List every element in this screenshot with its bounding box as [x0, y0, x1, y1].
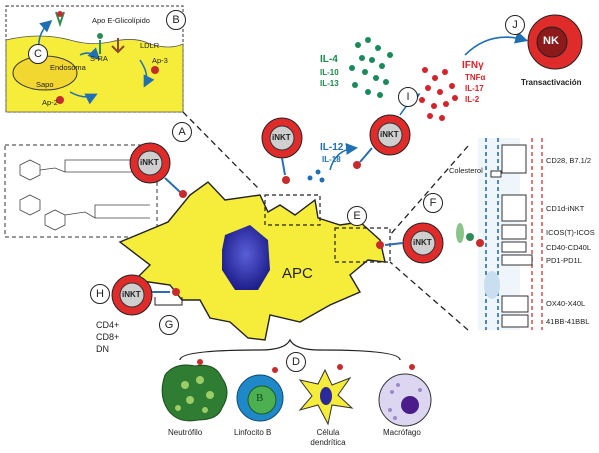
apc-top-box — [264, 194, 321, 226]
connector-b — [182, 111, 259, 189]
ap2-vesicle — [56, 96, 64, 104]
panel-b-glycolipid — [55, 11, 65, 28]
marker-a: A — [172, 122, 192, 142]
inkt-label-h: iNKT — [122, 290, 141, 299]
pathogen-icons — [197, 359, 415, 373]
label-ap2: Ap-2 — [42, 98, 58, 107]
marker-h: H — [90, 284, 110, 304]
label-apo-e: Apo E-Glicolípido — [92, 16, 150, 25]
synapse-panel — [456, 138, 543, 330]
synapse-pair-7: 41BB-41BBL — [546, 317, 590, 326]
ap3-vesicle — [151, 66, 159, 74]
marker-g: G — [159, 315, 179, 335]
subset-cd8: CD8+ — [96, 332, 120, 342]
marker-b: B — [166, 10, 186, 30]
inkt-cell-e — [402, 222, 444, 264]
label-ap3: Ap-3 — [152, 56, 168, 65]
ldlr-receptor — [111, 38, 125, 54]
label-linfocito-b: Linfocito B — [234, 428, 272, 437]
apc-label: APC — [282, 265, 313, 282]
inkt-label-i: iNKT — [380, 130, 399, 139]
marker-e: E — [347, 206, 367, 226]
label-neutrofilo: Neutrófilo — [168, 428, 203, 437]
label-ldlr: LDLR — [140, 41, 160, 50]
cytokine-il2: IL-2 — [465, 95, 480, 104]
label-endosoma: Endosoma — [50, 63, 86, 72]
bracket-g — [154, 297, 183, 306]
cytokine-il18: IL-18 — [322, 155, 341, 164]
chem-structure-box — [4, 144, 158, 238]
synapse-pair-2: CD1d-iNKT — [546, 204, 585, 213]
cytokine-il17: IL-17 — [465, 84, 484, 93]
green-cytokine-dots — [349, 37, 393, 98]
s-ra-ligand — [97, 33, 103, 39]
cytokine-il10: IL-10 — [320, 68, 339, 77]
label-colesterol: Colesterol — [449, 166, 483, 175]
inkt-label-top: iNKT — [272, 133, 291, 142]
antigen-dots — [172, 161, 384, 296]
b-lymphocyte-cell — [236, 374, 284, 422]
tcr-stems — [152, 147, 404, 293]
subset-cd4: CD4+ — [96, 320, 120, 330]
b-cell-letter: B — [256, 392, 264, 404]
macrophage-cell — [378, 373, 432, 427]
connector-f-bottom — [389, 261, 469, 331]
dendritic-cell — [298, 368, 354, 426]
marker-f: F — [423, 193, 443, 213]
subset-dn: DN — [96, 344, 109, 354]
label-macrofago: Macrófago — [383, 428, 421, 437]
synapse-pair-5: PD1-PD1L — [546, 256, 582, 265]
synapse-pair-6: OX40-X40L — [546, 299, 586, 308]
synapse-pair-1: CD28, B7.1/2 — [546, 156, 592, 165]
inkt-cell-i — [369, 114, 411, 156]
label-celula-dendritica: Célula dendrítica — [310, 428, 346, 447]
neutrophil-cell — [161, 364, 228, 422]
arrow-nk — [464, 31, 529, 56]
marker-c: C — [28, 44, 48, 64]
connector-f-top — [389, 145, 469, 236]
synapse-pair-4: CD40-CD40L — [546, 243, 592, 252]
panel-b-membrane — [5, 35, 184, 113]
red-cytokine-dots — [419, 67, 458, 121]
panel-b-arrow-1 — [79, 47, 101, 61]
chem-structure — [19, 159, 150, 231]
cytokine-tnfa: TNFα — [465, 73, 486, 82]
label-s-ra: S-RA — [90, 54, 108, 63]
nk-label: NK — [543, 35, 559, 47]
inkt-cell-h — [111, 274, 153, 316]
synapse-pair-3: ICOS(T)-ICOS — [546, 228, 595, 237]
cytokine-il4: IL-4 — [320, 54, 338, 65]
label-sapo: Sapo — [36, 80, 54, 89]
marker-d: D — [286, 352, 306, 372]
transactivation-label: Transactivación — [521, 78, 582, 87]
cytokine-il12: IL-12 — [320, 142, 344, 153]
apc-nucleus — [222, 225, 270, 290]
nk-cell — [527, 14, 583, 70]
cytokine-il13: IL-13 — [320, 79, 339, 88]
marker-i: I — [398, 87, 418, 107]
panel-b-arrow-2 — [139, 59, 155, 88]
bracket-d — [179, 338, 401, 361]
arrow-il12 — [329, 142, 358, 171]
inkt-cell-top — [261, 117, 303, 159]
inkt-label-e: iNKT — [413, 238, 432, 247]
inkt-cell-a — [129, 142, 171, 184]
inkt-label-a: iNKT — [140, 158, 159, 167]
marker-j: J — [505, 15, 525, 35]
panel-b-arrow-3 — [69, 91, 98, 105]
cytokine-ifng: IFNγ — [462, 60, 484, 71]
blue-cytokine-dots — [307, 169, 325, 183]
